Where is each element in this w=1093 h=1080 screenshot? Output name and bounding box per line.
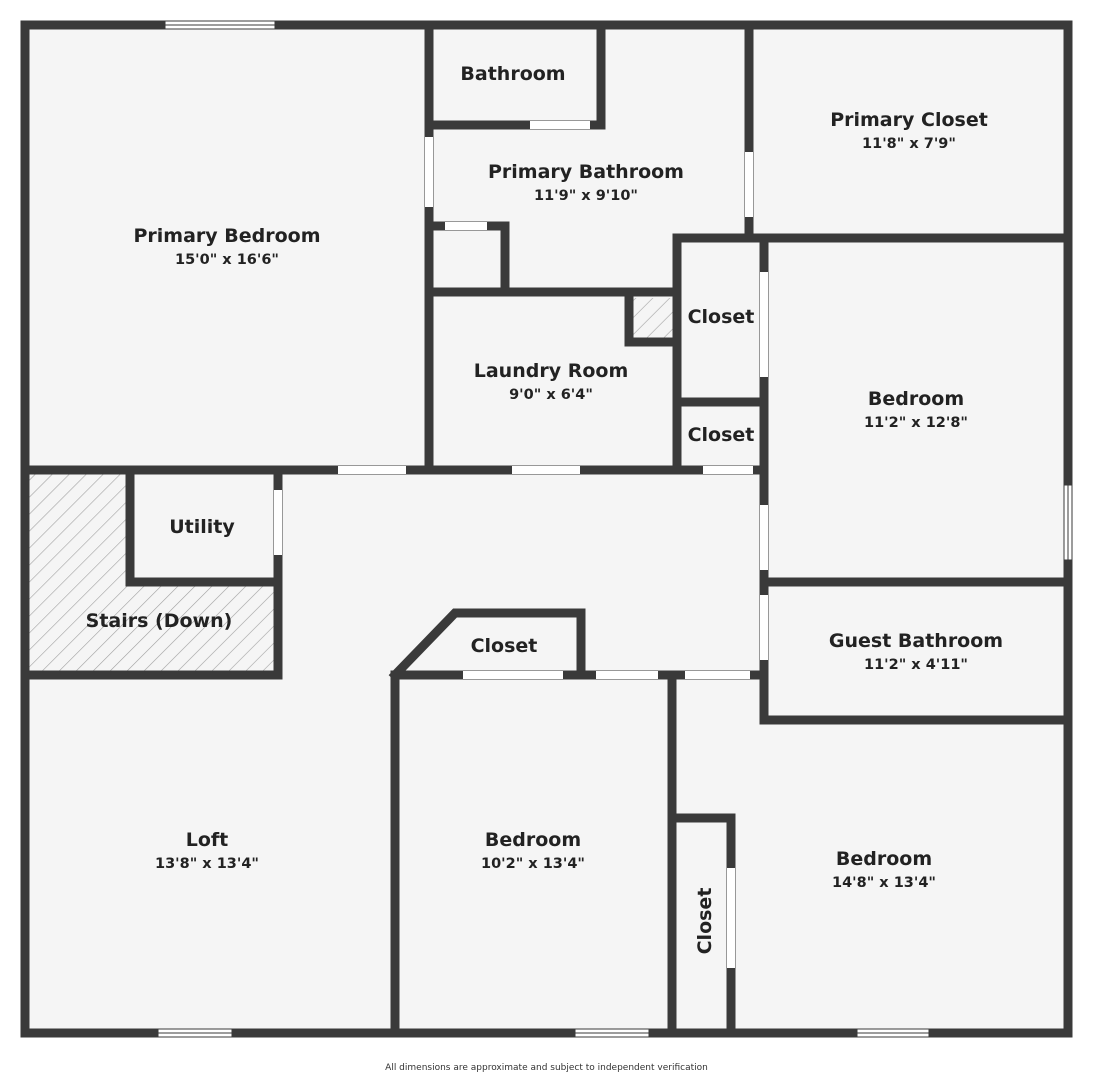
room-label-laundry-room: Laundry Room <box>474 360 629 382</box>
room-dims-primary-bedroom: 15'0" x 16'6" <box>175 252 279 268</box>
room-label-primary-bathroom: Primary Bathroom <box>488 161 684 183</box>
room-label-stairs: Stairs (Down) <box>86 610 233 632</box>
room-dims-laundry-room: 9'0" x 6'4" <box>509 387 593 403</box>
room-label-utility: Utility <box>169 516 235 538</box>
room-label-bedroom-southeast: Bedroom <box>836 848 932 870</box>
room-dims-primary-closet: 11'8" x 7'9" <box>862 136 956 152</box>
room-dims-loft: 13'8" x 13'4" <box>155 856 259 872</box>
room-label-closet-upper: Closet <box>688 306 755 328</box>
room-label-closet-hall: Closet <box>471 635 538 657</box>
room-label-closet-vertical: Closet <box>694 888 716 955</box>
disclaimer-text: All dimensions are approximate and subje… <box>385 1063 708 1073</box>
room-label-bedroom-east: Bedroom <box>868 388 964 410</box>
room-dims-bedroom-east: 11'2" x 12'8" <box>864 415 968 431</box>
room-label-closet-lower: Closet <box>688 424 755 446</box>
room-dims-bedroom-middle: 10'2" x 13'4" <box>481 856 585 872</box>
window-sills <box>158 24 1069 1034</box>
room-dims-primary-bathroom: 11'9" x 9'10" <box>534 188 638 204</box>
chase-hatch <box>633 298 673 338</box>
room-label-primary-closet: Primary Closet <box>830 109 988 131</box>
stairs-hatch-lower <box>128 586 278 671</box>
room-label-loft: Loft <box>186 829 229 851</box>
room-label-guest-bathroom: Guest Bathroom <box>829 630 1003 652</box>
room-label-bedroom-middle: Bedroom <box>485 829 581 851</box>
room-label-bathroom: Bathroom <box>460 63 565 85</box>
room-dims-bedroom-southeast: 14'8" x 13'4" <box>832 875 936 891</box>
floor-area <box>25 25 1068 1033</box>
stairs-hatch <box>29 474 128 671</box>
room-dims-guest-bathroom: 11'2" x 4'11" <box>864 657 968 673</box>
room-label-primary-bedroom: Primary Bedroom <box>133 225 320 247</box>
door-openings <box>274 121 768 968</box>
